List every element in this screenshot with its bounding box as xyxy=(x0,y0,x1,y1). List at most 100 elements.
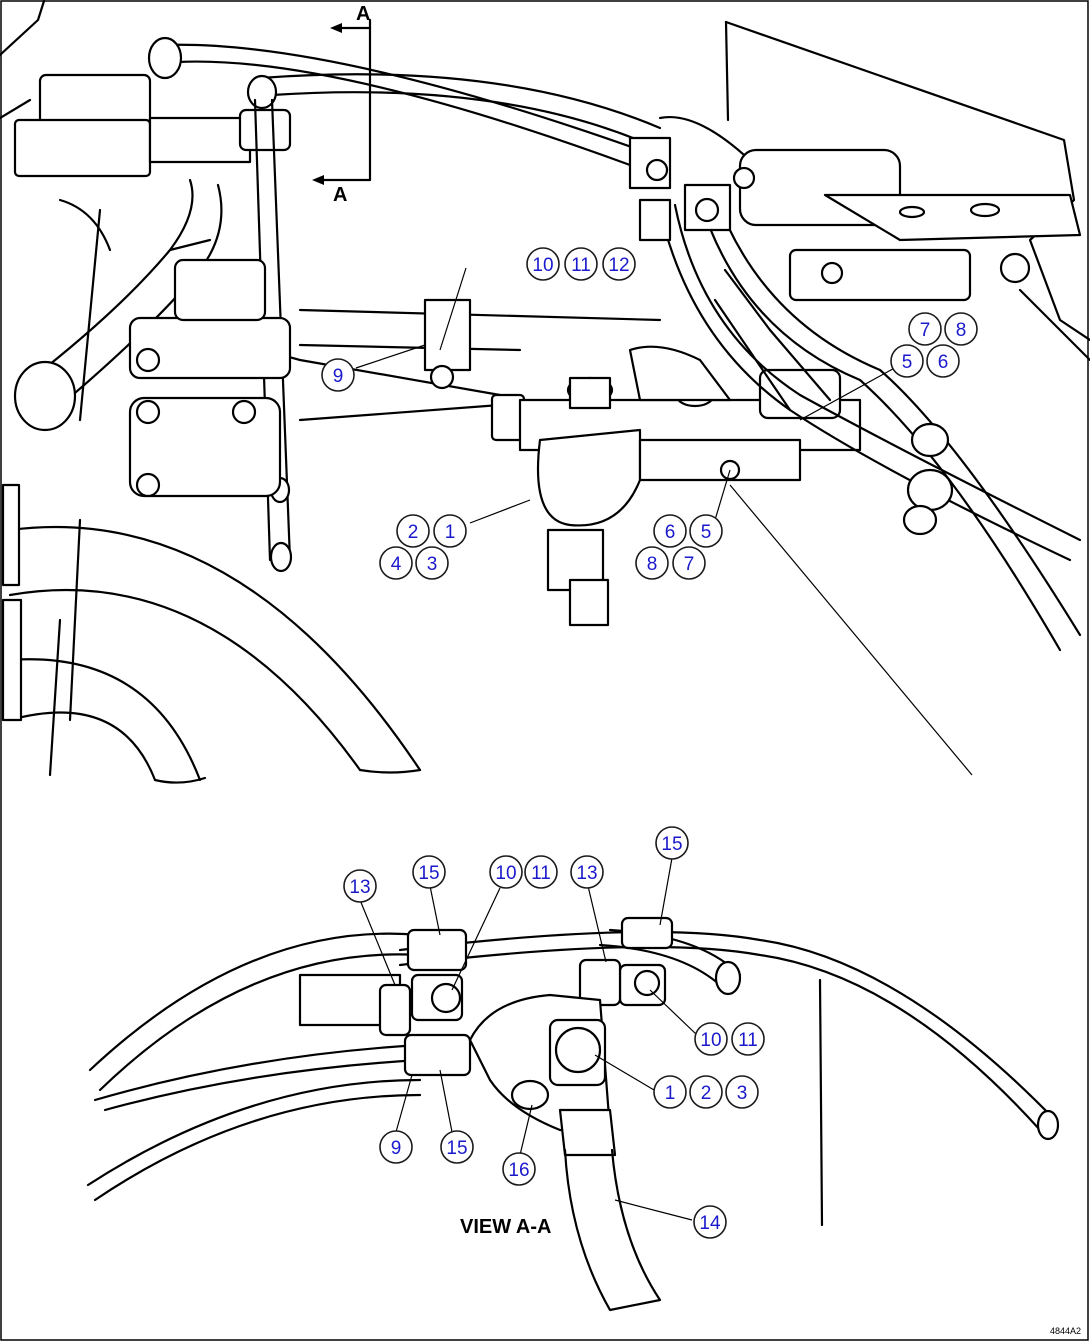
callout-number: 14 xyxy=(699,1213,721,1234)
callout-circle xyxy=(890,344,924,378)
callout-circle xyxy=(693,1205,727,1239)
callout-number: 12 xyxy=(608,255,629,276)
callout-15: 15 xyxy=(655,826,689,860)
callout-number: 10 xyxy=(495,863,516,884)
callout-10: 10 xyxy=(489,855,523,889)
callout-number: 11 xyxy=(571,255,591,276)
callout-number: 7 xyxy=(684,554,695,575)
callout-1: 1 xyxy=(433,514,467,548)
callout-number: 7 xyxy=(920,320,931,341)
callout-circle xyxy=(489,855,523,889)
callout-7: 7 xyxy=(908,312,942,346)
callout-circle xyxy=(635,546,669,580)
callout-circle xyxy=(526,247,560,281)
callout-circle xyxy=(564,247,598,281)
callout-number: 11 xyxy=(531,863,551,884)
section-label-top: A xyxy=(356,3,370,25)
callout-circle xyxy=(653,1075,687,1109)
main-assembly-view xyxy=(0,0,1090,784)
callout-circle xyxy=(524,855,558,889)
callout-15: 15 xyxy=(440,1130,474,1164)
callout-number: 3 xyxy=(427,554,438,575)
callout-14: 14 xyxy=(693,1205,727,1239)
section-cut-marker: A A xyxy=(312,3,372,206)
callout-circle xyxy=(694,1022,728,1056)
callout-number: 6 xyxy=(665,522,676,543)
callout-circle xyxy=(343,869,377,903)
callout-circle xyxy=(908,312,942,346)
callout-2: 2 xyxy=(689,1075,723,1109)
callout-number: 10 xyxy=(700,1030,721,1051)
callout-number: 8 xyxy=(647,554,658,575)
callout-circle xyxy=(653,514,687,548)
callout-13: 13 xyxy=(570,855,604,889)
callout-circle xyxy=(725,1075,759,1109)
callout-circle xyxy=(944,312,978,346)
callout-9: 9 xyxy=(379,1130,413,1164)
callout-16: 16 xyxy=(502,1152,536,1186)
callout-9: 9 xyxy=(321,358,355,392)
callout-5: 5 xyxy=(890,344,924,378)
callout-number: 16 xyxy=(508,1160,529,1181)
callout-circle xyxy=(926,344,960,378)
callout-circle xyxy=(731,1022,765,1056)
callout-circle xyxy=(655,826,689,860)
callout-1: 1 xyxy=(653,1075,687,1109)
callout-number: 6 xyxy=(938,352,949,373)
callout-circle xyxy=(379,546,413,580)
callout-number: 5 xyxy=(902,352,913,373)
callout-6: 6 xyxy=(926,344,960,378)
callout-number: 1 xyxy=(445,522,456,543)
callout-number: 4 xyxy=(391,554,402,575)
callout-10: 10 xyxy=(526,247,560,281)
callout-circle xyxy=(689,1075,723,1109)
callout-8: 8 xyxy=(944,312,978,346)
callout-circle xyxy=(396,514,430,548)
callout-8: 8 xyxy=(635,546,669,580)
callout-number: 10 xyxy=(532,255,553,276)
callout-number: 11 xyxy=(738,1030,758,1051)
leader-lines-main xyxy=(355,267,973,776)
callout-4: 4 xyxy=(379,546,413,580)
callout-circle xyxy=(689,514,723,548)
callout-number: 15 xyxy=(418,863,439,884)
callout-15: 15 xyxy=(412,855,446,889)
callout-11: 11 xyxy=(564,247,598,281)
callout-3: 3 xyxy=(725,1075,759,1109)
callout-11: 11 xyxy=(731,1022,765,1056)
callout-12: 12 xyxy=(602,247,636,281)
callout-number: 3 xyxy=(737,1083,748,1104)
callout-number: 8 xyxy=(956,320,967,341)
callout-circle xyxy=(379,1130,413,1164)
callout-7: 7 xyxy=(672,546,706,580)
callout-number: 13 xyxy=(576,863,597,884)
callout-circle xyxy=(502,1152,536,1186)
callout-13: 13 xyxy=(343,869,377,903)
callout-circle xyxy=(415,546,449,580)
callout-circle xyxy=(412,855,446,889)
callout-circle xyxy=(570,855,604,889)
callout-number: 15 xyxy=(661,834,682,855)
drawing-number: 4844A2 xyxy=(1050,1326,1081,1336)
section-label-bottom: A xyxy=(333,184,347,206)
callout-11: 11 xyxy=(524,855,558,889)
callout-circle xyxy=(321,358,355,392)
view-title: VIEW A-A xyxy=(460,1216,551,1238)
callout-6: 6 xyxy=(653,514,687,548)
callout-circle xyxy=(672,546,706,580)
callout-10: 10 xyxy=(694,1022,728,1056)
callout-number: 15 xyxy=(446,1138,467,1159)
callout-number: 9 xyxy=(391,1138,402,1159)
callout-circle xyxy=(433,514,467,548)
callout-number: 2 xyxy=(408,522,419,543)
callout-number: 9 xyxy=(333,366,344,387)
callout-2: 2 xyxy=(396,514,430,548)
callout-circle xyxy=(440,1130,474,1164)
callout-number: 2 xyxy=(701,1083,712,1104)
callout-number: 13 xyxy=(349,877,370,898)
callout-number: 5 xyxy=(701,522,712,543)
